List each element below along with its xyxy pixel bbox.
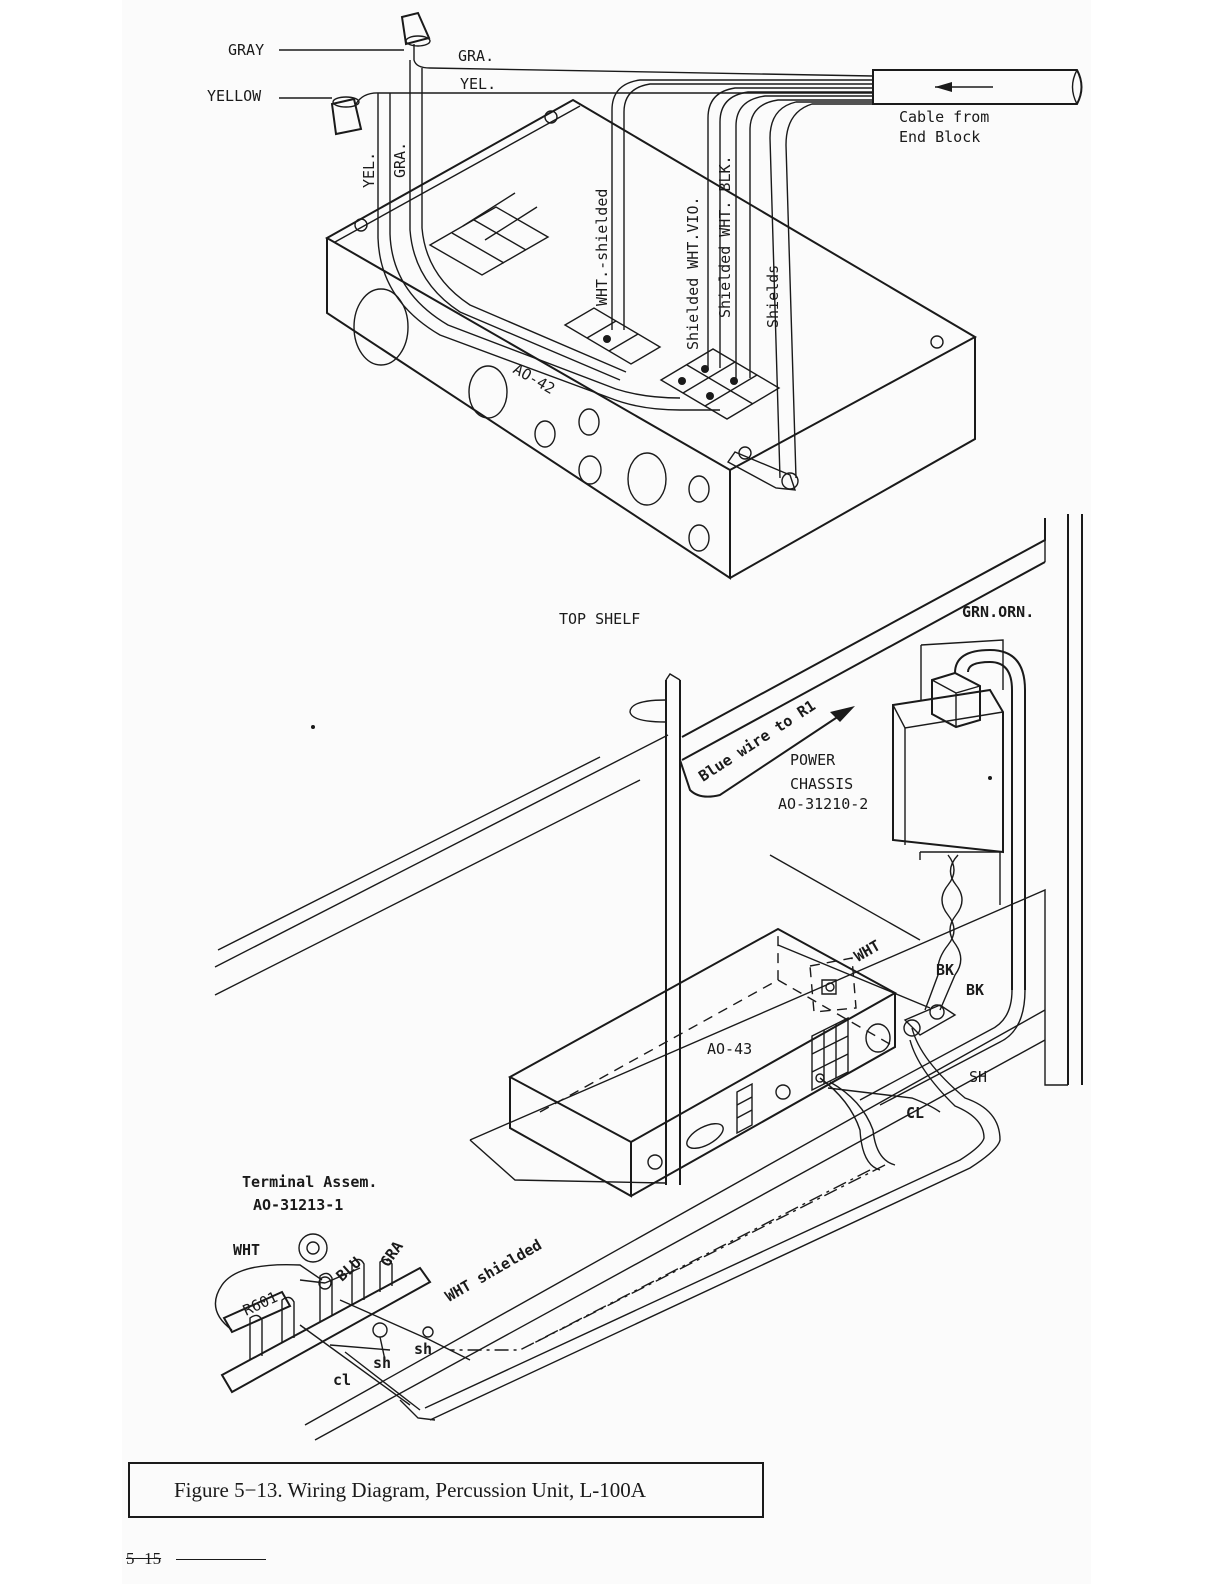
wire-nut-yellow xyxy=(330,96,363,136)
shielded-wht-blk-label: Shielded WHT. BLK. xyxy=(716,155,734,318)
power-chassis xyxy=(892,639,1026,990)
sh-label: SH xyxy=(969,1068,987,1086)
gray-lead-label: GRAY xyxy=(228,41,264,59)
terminal-assem-line2: AO-31213-1 xyxy=(253,1196,343,1214)
paper-sheet xyxy=(122,0,1091,1584)
top-shelf xyxy=(214,514,1083,1441)
bottom-wiring xyxy=(399,944,1026,1421)
gra-terminal-label: GRA xyxy=(377,1238,407,1271)
wht-terminal-label: WHT xyxy=(233,1241,260,1259)
yellow-lead-label: YELLOW xyxy=(207,87,262,105)
power-chassis-line2: CHASSIS xyxy=(790,775,853,793)
gra-vertical-label: GRA. xyxy=(391,142,409,178)
twisted-pair xyxy=(924,854,963,1011)
bk-label-1: BK xyxy=(936,961,954,979)
sh-terminal-label-1: sh xyxy=(373,1354,391,1372)
ao-43-label: AO-43 xyxy=(707,1040,752,1058)
figure-caption-box: Figure 5−13. Wiring Diagram, Percussion … xyxy=(128,1462,764,1518)
blu-terminal-label: BLU xyxy=(333,1253,365,1285)
ao-42-chassis xyxy=(324,98,978,580)
wht-wire-label: WHT xyxy=(851,936,883,965)
cable-from-end-block xyxy=(872,69,1083,105)
ao-42-label: AO-42 xyxy=(510,360,558,398)
cable-label-line2: End Block xyxy=(899,128,980,146)
terminal-assembly xyxy=(214,1233,471,1411)
power-chassis-line1: POWER xyxy=(790,751,836,769)
terminal-assem-line1: Terminal Assem. xyxy=(242,1173,377,1191)
stray-dot xyxy=(311,725,315,729)
shielded-wht-vio-label: Shielded WHT.VIO. xyxy=(684,196,702,350)
shields-label: Shields xyxy=(764,265,782,328)
wht-shielded-terminal-label: WHT shielded xyxy=(442,1236,545,1306)
cl-terminal-label: cl xyxy=(333,1371,351,1389)
page-number-rule xyxy=(176,1559,266,1560)
grn-orn-wire-label: GRN.ORN. xyxy=(962,603,1034,621)
top-shelf-label: TOP SHELF xyxy=(559,610,640,628)
power-chassis-line3: AO-31210-2 xyxy=(778,795,868,813)
vertical-wire-tube xyxy=(629,673,855,1185)
figure-caption: Figure 5−13. Wiring Diagram, Percussion … xyxy=(174,1478,646,1502)
top-wiring xyxy=(279,44,874,479)
wht-shielded-label: WHT.-shielded xyxy=(593,189,611,306)
ao-43-chassis xyxy=(507,927,957,1198)
wire-nut-gray xyxy=(400,11,431,47)
gra-wire-label: GRA. xyxy=(458,47,494,65)
cl-label: CL xyxy=(906,1104,924,1122)
cable-label-line1: Cable from xyxy=(899,108,989,126)
page-number: 5−15 xyxy=(126,1549,162,1568)
yel-wire-label: YEL. xyxy=(460,75,496,93)
bk-label-2: BK xyxy=(966,981,984,999)
sh-terminal-label-2: sh xyxy=(414,1340,432,1358)
yel-vertical-label: YEL. xyxy=(360,152,378,188)
r601-label: R601 xyxy=(240,1288,280,1320)
